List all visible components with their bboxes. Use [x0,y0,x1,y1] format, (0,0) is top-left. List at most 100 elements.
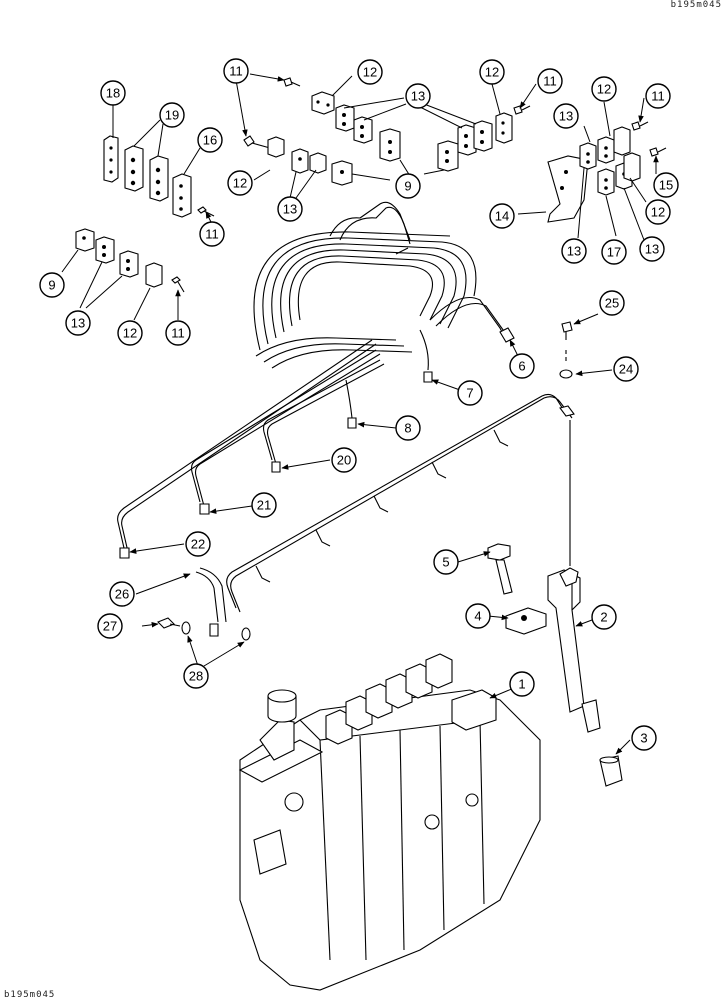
svg-text:5: 5 [442,555,449,570]
clamp-block-13-top-d [473,120,493,152]
clamp-plate-12-center [267,136,285,158]
clamp-block-13-top-a [335,104,355,132]
svg-text:15: 15 [659,178,673,193]
bolt-11-right [631,121,649,131]
svg-text:24: 24 [619,362,633,377]
callout-17: 17 [601,239,627,265]
clamp-plate-18 [103,135,119,183]
callout-16: 16 [197,127,223,153]
screw-27 [157,617,181,629]
clamp-plate-12-top [311,91,335,115]
callout-20: 20 [331,447,357,473]
svg-text:11: 11 [651,89,665,104]
svg-text:11: 11 [171,326,185,341]
injector-2 [547,567,601,733]
callout-13-e: 13 [639,236,665,262]
svg-text:13: 13 [71,316,85,331]
svg-text:13: 13 [559,109,573,124]
clamp-plate-9-left [75,228,95,252]
clamp-block-13-left-a [95,236,115,264]
line-22 [117,339,377,559]
svg-text:2: 2 [600,610,607,625]
leader-lines [61,73,659,755]
clamp-parts-group [75,77,667,293]
bolt-15 [649,147,667,157]
callout-9-a: 9 [395,173,421,199]
svg-text:3: 3 [640,731,647,746]
line-bundle-loops [253,201,507,369]
callout-11-d: 11 [645,83,671,109]
svg-text:21: 21 [257,498,271,513]
svg-text:11: 11 [543,74,557,89]
bolt-11-top [283,77,301,87]
svg-text:22: 22 [191,537,205,552]
clamp-block-13-center-b [309,152,327,174]
svg-text:12: 12 [363,65,377,80]
callout-13-c: 13 [553,103,579,129]
callout-7: 7 [457,380,483,406]
svg-text:13: 13 [645,242,659,257]
clamp-plate-9-right [437,140,459,172]
callout-12-c: 12 [227,170,253,196]
svg-text:12: 12 [485,65,499,80]
washer-28b [241,627,251,641]
callout-25: 25 [599,290,625,316]
callout-2: 2 [591,604,617,630]
clamp-block-13-right-a [579,142,597,170]
clamp-block-13-center-a [291,148,309,174]
svg-text:13: 13 [567,244,581,259]
injection-lines-group [117,201,575,637]
callout-18: 18 [100,80,126,106]
banjo-bolt-25 [561,321,573,340]
clamp-plate-9-center [331,160,353,186]
svg-text:9: 9 [404,179,411,194]
callout-5: 5 [433,549,459,575]
injector-sleeve-3 [599,755,623,787]
clamp-plate-16 [172,173,192,218]
svg-text:9: 9 [48,278,55,293]
callout-11-a: 11 [199,221,225,247]
clamp-block-13-left-b [119,250,139,278]
clamp-plate-12-right-b [623,152,641,182]
clamp-plate-12-right [613,126,631,156]
callout-8: 8 [395,415,421,441]
svg-text:19: 19 [165,108,179,123]
washer-28a [181,621,191,635]
callout-12-d: 12 [591,76,617,102]
bolt-11-left-lower [171,276,185,293]
callout-21: 21 [251,492,277,518]
callout-11-b: 11 [223,58,249,84]
clamp-block-19a [124,145,144,192]
fitting-6 [499,327,515,343]
clamp-block-13-right-b [597,136,615,164]
callout-1: 1 [509,671,535,697]
drawing-reference-bottom: b195m045 [4,990,56,1000]
callout-12-e: 12 [645,199,671,225]
svg-text:20: 20 [337,453,351,468]
callout-12-a: 12 [357,59,383,85]
callout-22: 22 [185,531,211,557]
svg-text:13: 13 [411,89,425,104]
clamp-block-13-top-b [353,116,373,144]
svg-text:8: 8 [404,421,411,436]
svg-text:11: 11 [229,64,243,79]
clamp-block-19b [149,155,169,202]
svg-text:6: 6 [518,359,525,374]
callout-9-b: 9 [39,272,65,298]
svg-text:12: 12 [233,176,247,191]
callout-14: 14 [489,203,515,229]
callout-13-f: 13 [65,310,91,336]
svg-text:12: 12 [597,82,611,97]
svg-text:11: 11 [205,227,219,242]
svg-text:25: 25 [605,296,619,311]
delivery-valves [325,653,453,745]
injection-pump-1 [238,653,541,991]
svg-text:1: 1 [518,677,525,692]
svg-text:7: 7 [466,386,473,401]
return-manifold [195,393,575,637]
svg-text:28: 28 [189,669,203,684]
callout-15: 15 [653,172,679,198]
fitting-8 [345,379,357,429]
bolt-11-left [197,206,215,217]
